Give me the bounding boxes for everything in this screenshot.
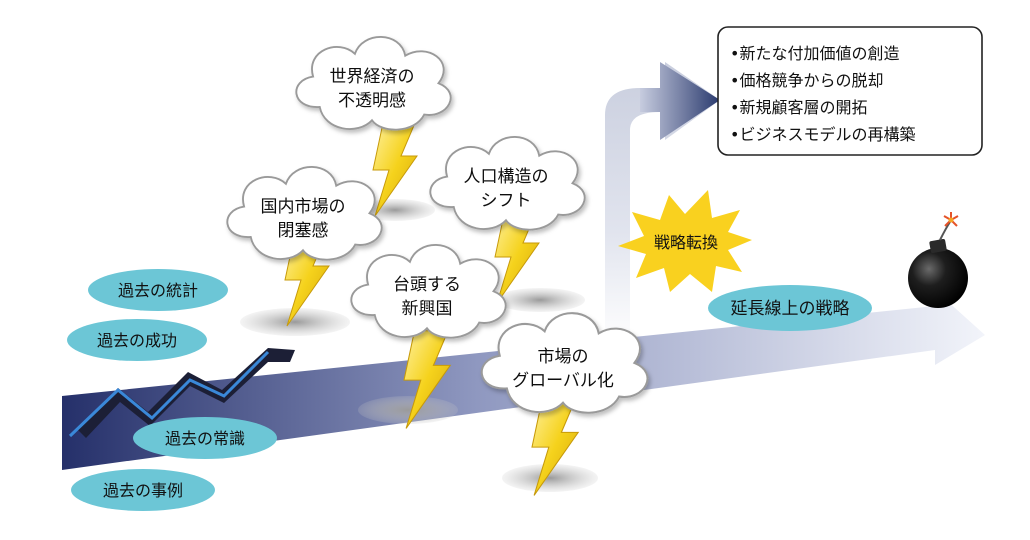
cloud-emerging-nations: 台頭する 新興国 [350,243,507,339]
past-item-cases: 過去の事例 [71,469,215,511]
cloud-label-line1: 台頭する [393,275,461,295]
past-item-statistics: 過去の統計 [88,269,228,311]
cloud-domestic-market: 国内市場の 閉塞感 [226,165,383,261]
outcome-item: •新規顧客層の開拓 [730,98,867,117]
cloud-label-line1: 世界経済の [330,67,415,87]
strategy-shift-burst: 戦略転換 [618,190,752,292]
cloud-shadows [240,199,598,492]
past-item-label: 過去の常識 [165,429,245,448]
cloud-label-line1: 人口構造の [464,167,549,187]
cloud-label-line1: 市場の [538,347,589,367]
cloud-label-line2: シフト [481,191,532,211]
outcome-item: •新たな付加価値の創造 [730,44,899,63]
extension-strategy-label: 延長線上の戦略 [731,299,850,319]
burst-icon [618,190,752,292]
extension-strategy: 延長線上の戦略 [708,285,872,331]
outcome-item: •ビジネスモデルの再構築 [730,125,915,144]
strategy-shift-label: 戦略転換 [654,233,718,252]
outcomes-box: •新たな付加価値の創造 •価格競争からの脱却 •新規顧客層の開拓 •ビジネスモデ… [717,26,983,156]
past-item-label: 過去の成功 [97,331,177,350]
cloud-label-line2: 不透明感 [338,91,406,111]
cloud-label-line1: 国内市場の [261,197,346,217]
cloud-world-economy: 世界経済の 不透明感 [295,35,452,131]
cloud-label-line2: 閉塞感 [278,221,329,241]
cloud-population-shift: 人口構造の シフト [429,135,586,231]
past-item-success: 過去の成功 [67,319,207,361]
turn-arrow [605,62,720,345]
bomb-icon [908,212,968,308]
zigzag-ribbon [68,348,295,438]
cloud-label-line2: グローバル化 [512,371,614,391]
cloud-globalization: 市場の グローバル化 [480,312,649,414]
turn-arrow-head [640,62,720,140]
past-item-label: 過去の統計 [118,281,198,300]
cloud-label-line2: 新興国 [402,299,453,319]
outcome-item: •価格競争からの脱却 [730,71,883,90]
past-item-label: 過去の事例 [103,481,183,500]
past-item-common-sense: 過去の常識 [133,417,277,459]
